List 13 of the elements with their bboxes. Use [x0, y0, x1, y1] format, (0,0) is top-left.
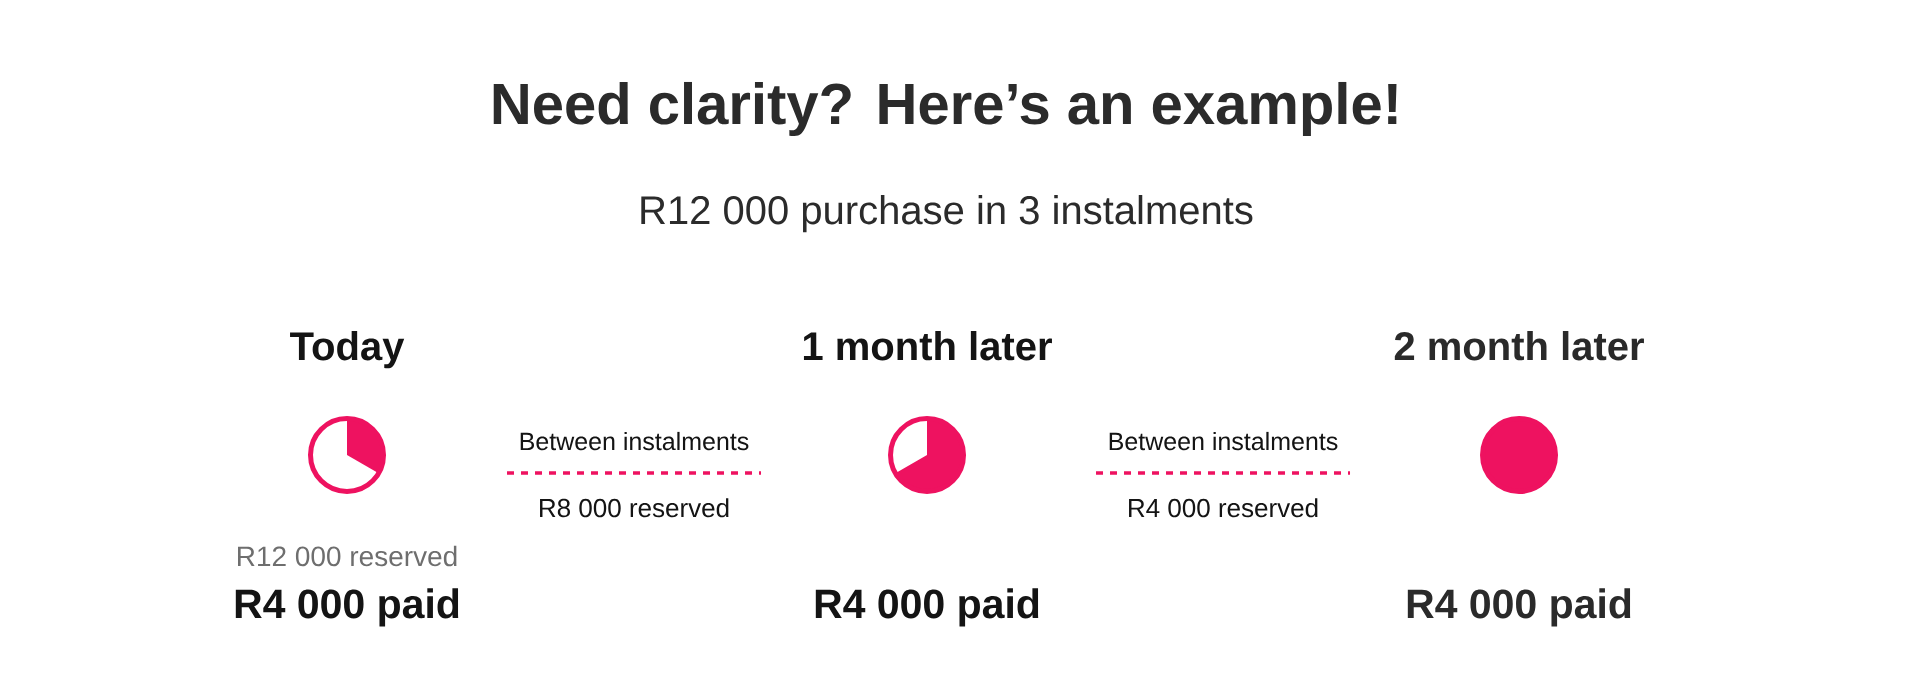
reserved-amount: R4 000 reserved	[1129, 498, 1318, 518]
column-heading: 1 month later	[803, 331, 1052, 361]
title: Need clarity? Here’s an example!	[493, 81, 1397, 136]
interval-label: Between instalments	[1109, 431, 1338, 451]
column-heading: Today	[290, 331, 405, 369]
paid-amount: R4 000 paid	[1407, 588, 1631, 627]
reserved-amount: R12 000 reserved	[238, 545, 457, 567]
paid-amount: R4 000 paid	[235, 588, 459, 627]
paid-amount: R4 000 paid	[815, 588, 1039, 627]
interval-label: Between instalments	[520, 431, 749, 451]
column-heading: 2 month later	[1394, 331, 1644, 361]
reserved-amount: R8 000 reserved	[540, 498, 729, 518]
subtitle: R12 000 purchase in 3 instalments	[641, 195, 1253, 233]
